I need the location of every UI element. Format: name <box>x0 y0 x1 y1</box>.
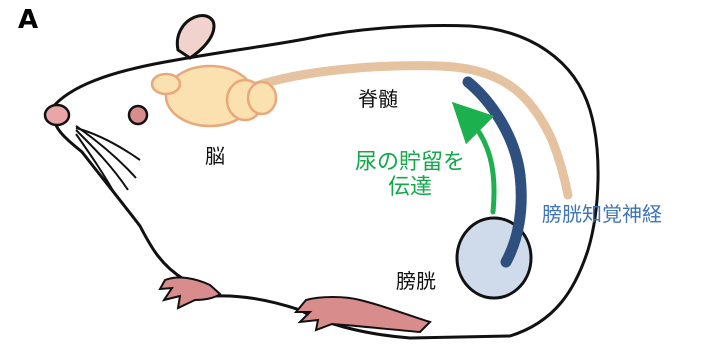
sensory-nerve-label: 膀胱知覚神経 <box>542 203 662 226</box>
spinal-cord-label: 脊髄 <box>358 88 398 111</box>
ear <box>177 16 214 58</box>
nose <box>45 105 69 125</box>
panel-letter: A <box>18 6 38 36</box>
storage-signal-label: 尿の貯留を 伝達 <box>355 150 465 201</box>
eye <box>129 106 147 124</box>
storage-label-line-1: 尿の貯留を <box>355 150 465 175</box>
bladder-label: 膀胱 <box>396 270 436 293</box>
brain-label: 脳 <box>205 145 225 168</box>
storage-label-line-2: 伝達 <box>355 175 465 200</box>
